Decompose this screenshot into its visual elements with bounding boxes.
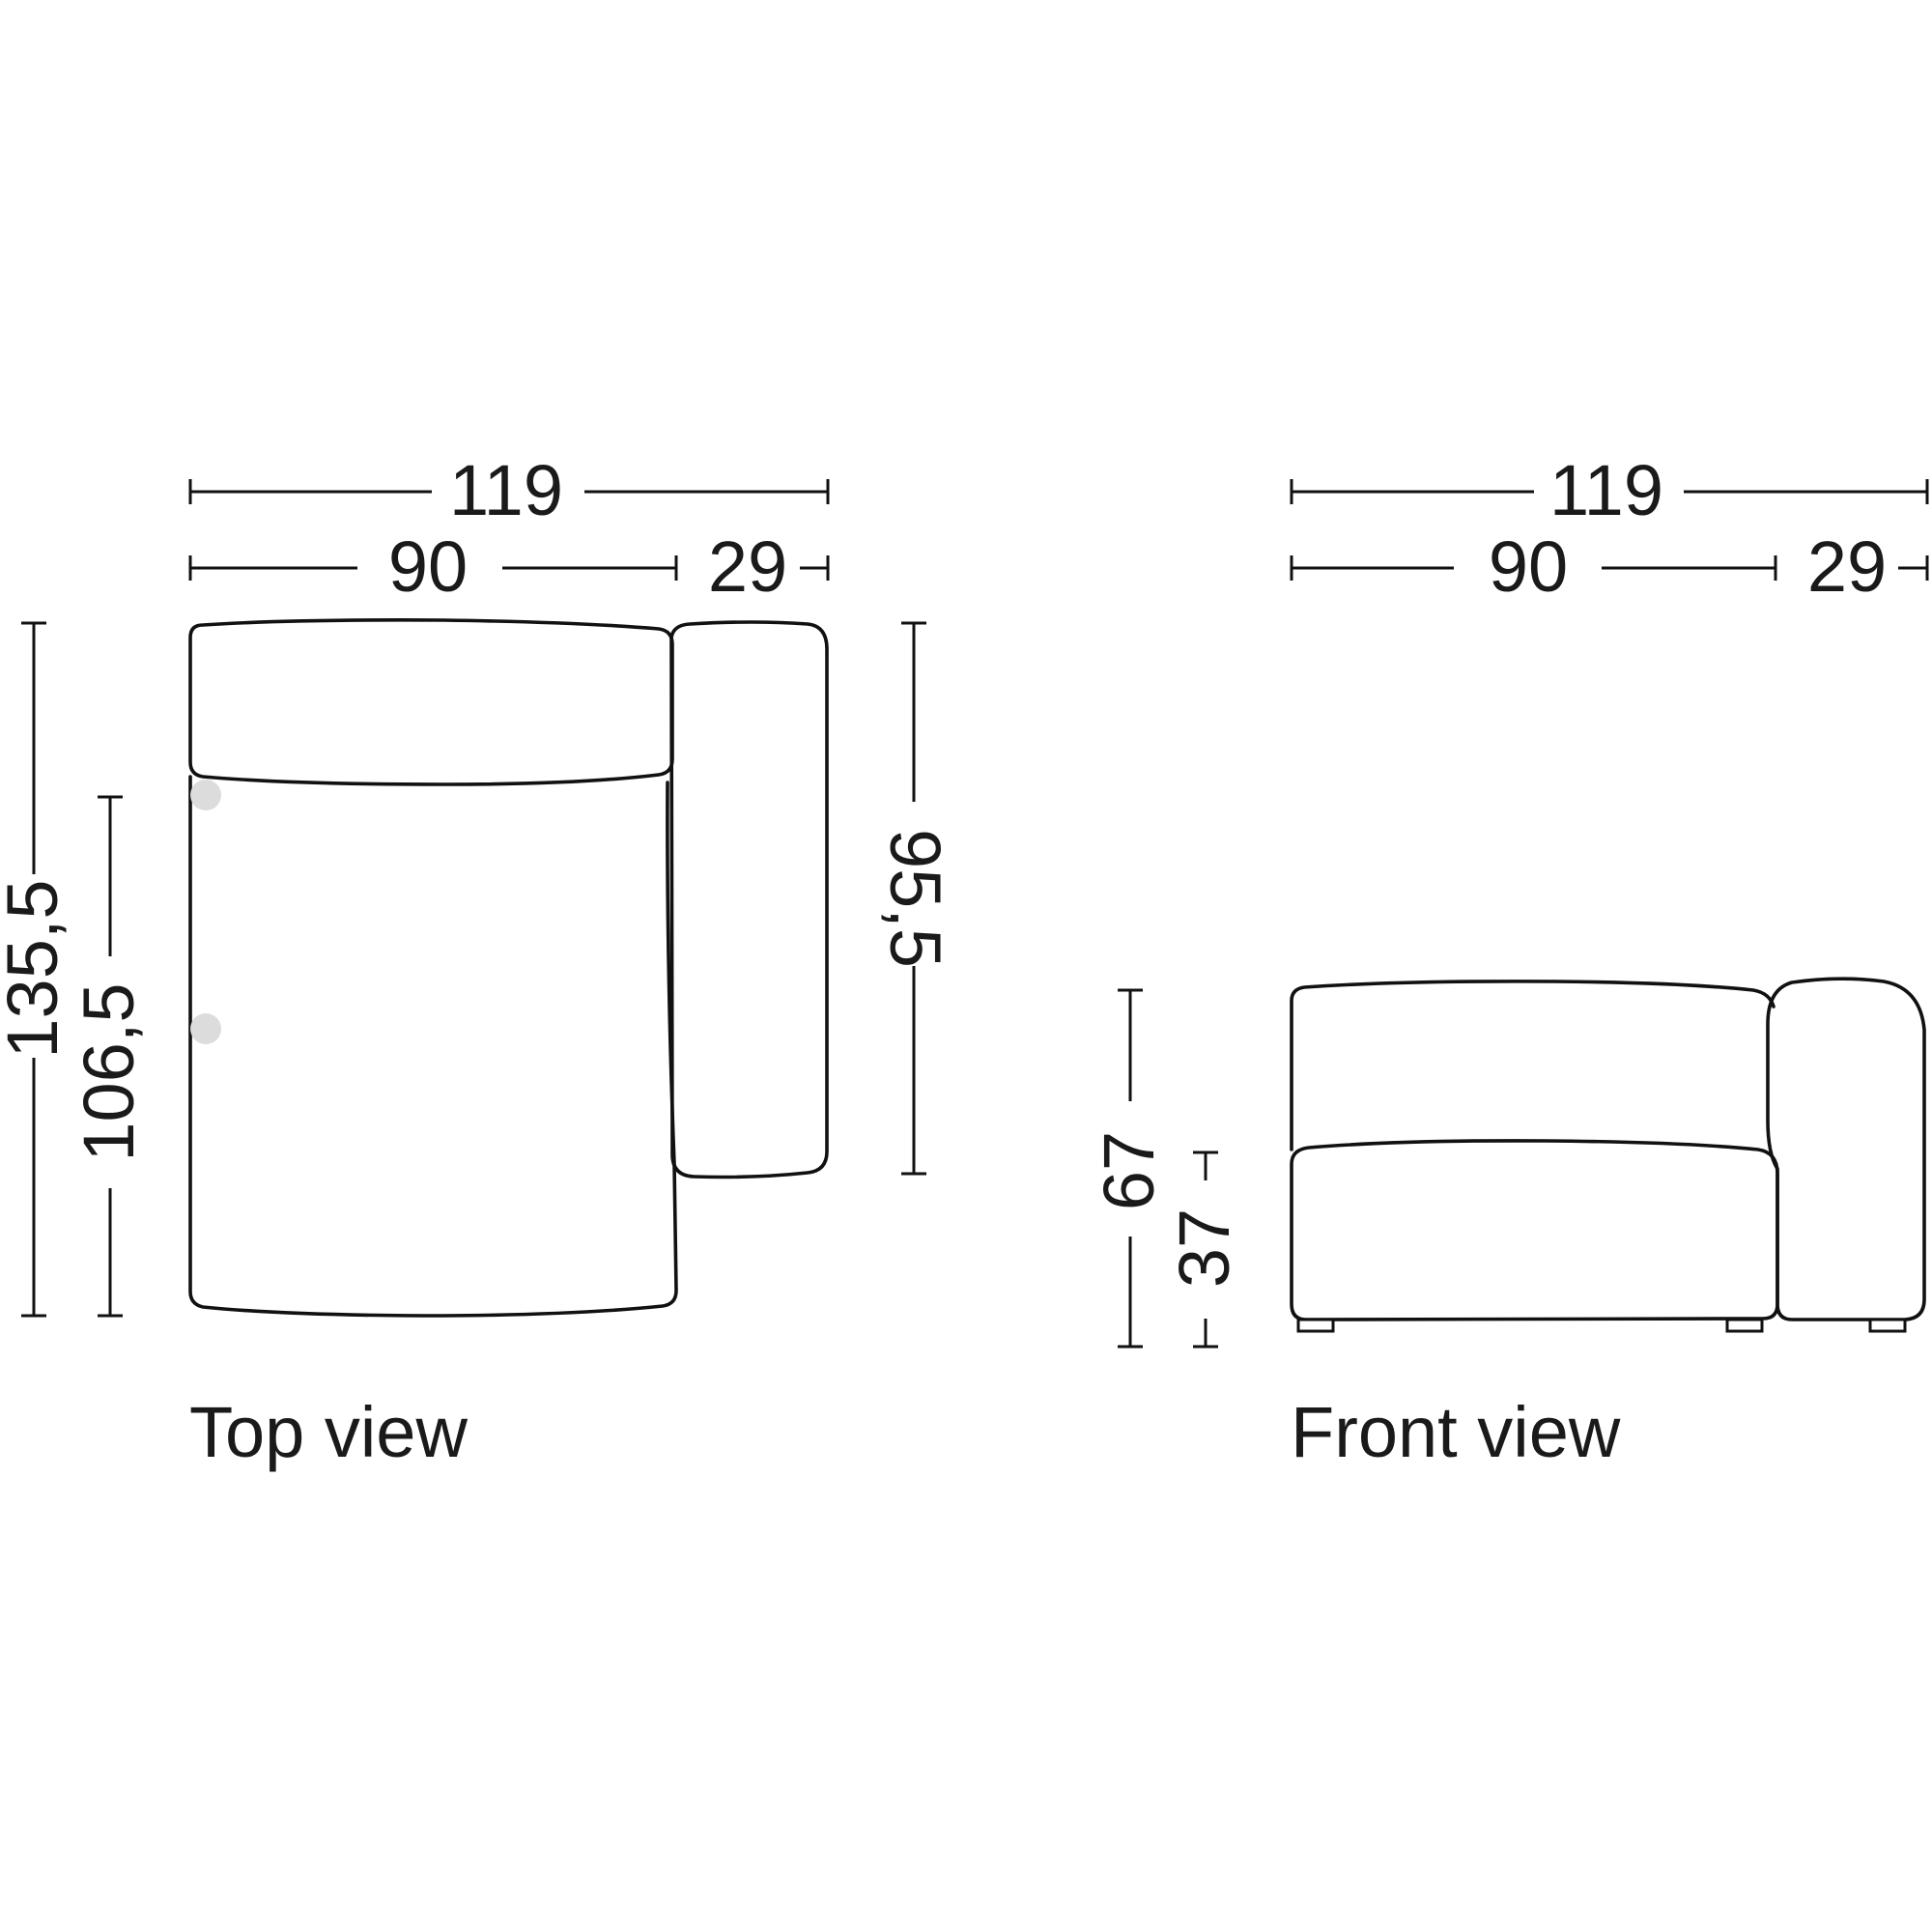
front-partial-width-dimension: 90 29 (1290, 526, 1929, 607)
front-foot-middle (1725, 1318, 1764, 1333)
front-total-width-dimension: 119 (1290, 450, 1929, 530)
top-partial-width-dimension: 90 29 (188, 526, 830, 607)
front-backrest (1290, 980, 1776, 1151)
front-seat-cushion (1290, 1139, 1779, 1321)
top-seat-depth-label: 106,5 (69, 982, 149, 1161)
front-view-sofa-outline (1290, 977, 1926, 1333)
top-marker-upper (190, 780, 221, 810)
front-foot-right (1868, 1318, 1907, 1333)
top-seat-depth-dimension: 106,5 (69, 795, 149, 1318)
front-arm (1766, 977, 1926, 1321)
top-total-depth-label: 135,5 (0, 879, 72, 1058)
front-total-height-label: 67 (1089, 1131, 1169, 1210)
front-seat-height-label: 37 (1164, 1208, 1244, 1288)
top-seat-width-label: 90 (388, 526, 468, 607)
top-arm-depth-label: 95,5 (875, 829, 955, 968)
front-arm-width-label: 29 (1807, 526, 1887, 607)
front-total-width-label: 119 (1549, 450, 1663, 530)
top-arm (669, 620, 829, 1179)
top-view: 119 90 29 (0, 450, 955, 1472)
front-view-caption: Front view (1291, 1392, 1621, 1472)
top-total-width-dimension: 119 (188, 450, 830, 530)
front-total-height-dimension: 67 (1089, 988, 1169, 1349)
front-seat-height-dimension: 37 (1164, 1151, 1244, 1349)
top-arm-depth-dimension: 95,5 (875, 621, 955, 1176)
top-view-sofa-outline (188, 618, 829, 1318)
top-backrest (188, 618, 674, 786)
front-foot-left (1296, 1318, 1335, 1333)
front-view: 119 90 29 (1089, 450, 1929, 1472)
top-arm-width-label: 29 (708, 526, 787, 607)
top-marker-lower (190, 1013, 221, 1044)
top-total-width-label: 119 (449, 450, 563, 530)
top-view-caption: Top view (189, 1392, 468, 1472)
front-seat-width-label: 90 (1489, 526, 1568, 607)
top-total-depth-dimension: 135,5 (0, 621, 72, 1318)
top-seat (188, 775, 678, 1318)
